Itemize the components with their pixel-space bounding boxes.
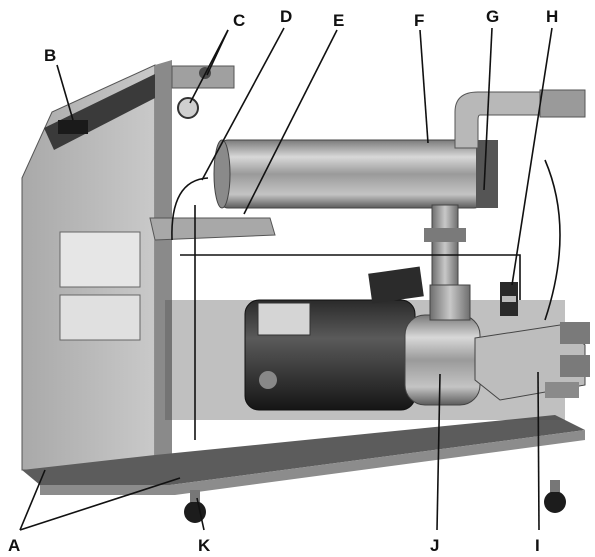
outlet-elbow-pipe [454, 89, 586, 149]
tubing-lines [171, 159, 561, 440]
leader-k [196, 497, 205, 531]
pump-housing [404, 284, 481, 406]
callout-c: C [233, 11, 245, 30]
leader-d [201, 27, 285, 181]
callout-g: G [486, 7, 499, 26]
leader-j [436, 373, 441, 531]
callout-b: B [44, 46, 56, 65]
pressure-sensor [500, 282, 518, 316]
heater-tank [213, 139, 498, 209]
leader-c2 [206, 29, 229, 76]
callout-i: I [535, 536, 540, 555]
leader-i [537, 371, 540, 531]
water-manifold [474, 322, 590, 401]
callout-a: A [8, 536, 20, 555]
callout-f: F [414, 11, 424, 30]
callout-h: H [546, 7, 558, 26]
leader-g [483, 27, 493, 191]
leader-a2 [19, 477, 181, 531]
callout-leaders [19, 27, 553, 531]
mounting-bracket [149, 217, 276, 241]
leader-f [419, 29, 429, 144]
pump-motor [244, 266, 424, 411]
vertical-flow-pipe [424, 204, 466, 296]
caster-wheels [184, 480, 566, 523]
callout-d: D [280, 7, 292, 26]
leader-h [511, 27, 553, 286]
control-cabinet [21, 60, 235, 471]
leader-a1 [19, 469, 46, 531]
leader-b [56, 64, 74, 121]
callout-e: E [333, 11, 344, 30]
callout-k: K [198, 536, 211, 555]
leader-e [243, 29, 338, 215]
callout-j: J [430, 536, 439, 555]
